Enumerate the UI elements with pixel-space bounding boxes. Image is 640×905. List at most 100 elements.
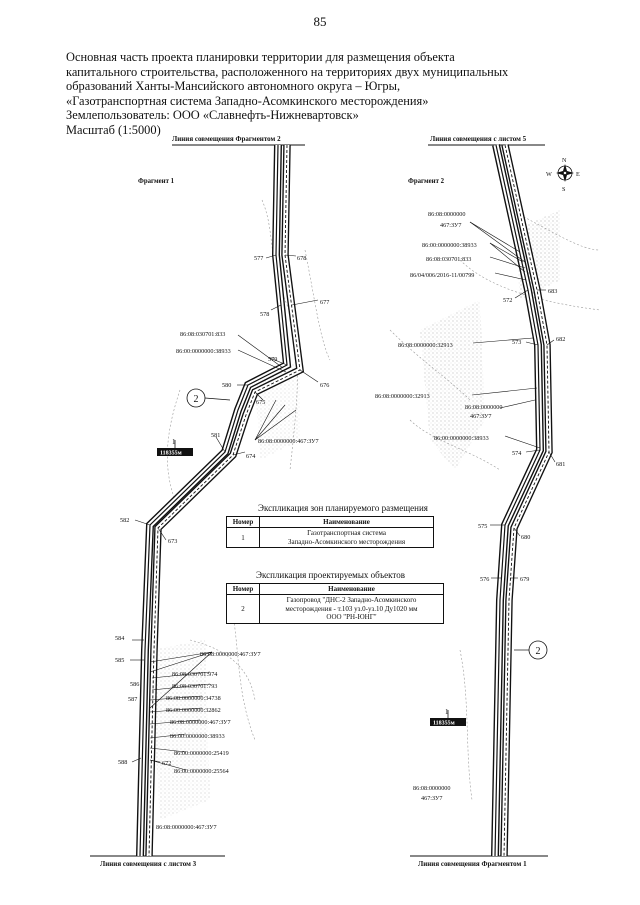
svg-text:586: 586 — [130, 681, 139, 688]
matchline-right-bottom: Линия совмещения Фрагментом 1 — [418, 860, 527, 868]
svg-text:86:08:0000000:467:ЗУ7: 86:08:0000000:467:ЗУ7 — [258, 438, 319, 445]
point-labels-right: 572 573 574 575 576 679 680 681 682 683 — [478, 288, 565, 583]
svg-text:86:08:0000000:467:ЗУ7: 86:08:0000000:467:ЗУ7 — [170, 719, 231, 726]
compass-rose — [556, 164, 574, 182]
svg-text:683: 683 — [548, 288, 557, 295]
svg-text:577: 577 — [254, 255, 263, 262]
svg-text:467:ЗУ7: 467:ЗУ7 — [470, 413, 491, 420]
svg-text:679: 679 — [520, 576, 529, 583]
svg-text:572: 572 — [503, 297, 512, 304]
svg-text:86:08:0000000: 86:08:0000000 — [413, 785, 450, 792]
svg-text:86:00:0000000:38933: 86:00:0000000:38933 — [176, 348, 231, 355]
leader-lines-right — [469, 221, 541, 449]
svg-text:86:08:030701:974: 86:08:030701:974 — [172, 671, 217, 678]
legend-zones-table: Номер Наименование 1 Газотранспортная си… — [226, 516, 434, 548]
svg-text:86:08:0000000:467:ЗУ7: 86:08:0000000:467:ЗУ7 — [200, 651, 261, 658]
title-line: «Газотранспортная система Западно-Асомки… — [66, 93, 429, 108]
svg-text:582: 582 — [120, 517, 129, 524]
compass-e: E — [576, 171, 580, 178]
svg-text:86/04/006/2016-11/00799: 86/04/006/2016-11/00799 — [410, 272, 474, 279]
svg-text:86:08:0000000: 86:08:0000000 — [465, 404, 502, 411]
matchline-left-bottom: Линия совмещения с листом 3 — [100, 860, 197, 868]
svg-text:580: 580 — [222, 382, 231, 389]
matchline-left-top: Линия совмещения Фрагментом 2 — [172, 135, 281, 143]
title-line: капитального строительства, расположенно… — [66, 64, 509, 79]
svg-text:118355м: 118355м — [160, 451, 182, 457]
svg-text:86:08:030701:793: 86:08:030701:793 — [172, 683, 217, 690]
point-labels-left: 577 578 579 580 581 582 584 585 586 587 … — [115, 255, 329, 767]
title-line: Основная часть проекта планировки террит… — [66, 50, 455, 64]
legend-objects-table: Номер Наименование 2 Газопровод "ДНС-2 З… — [226, 583, 444, 624]
matchline-right-top: Линия совмещения с листом 5 — [430, 135, 527, 143]
svg-text:86:08:0000000:34738: 86:08:0000000:34738 — [166, 695, 221, 702]
svg-text:86:00:0000000:38933: 86:00:0000000:38933 — [434, 435, 489, 442]
leader-lines-left — [149, 334, 297, 771]
svg-text:681: 681 — [556, 461, 565, 468]
svg-text:587: 587 — [128, 696, 137, 703]
svg-text:675: 675 — [256, 399, 265, 406]
svg-text:588: 588 — [118, 759, 127, 766]
svg-text:578: 578 — [260, 311, 269, 318]
legend-objects-name: Газопровод "ДНС-2 Западно-Асомкинского м… — [259, 594, 444, 624]
legend-objects-title: Экспликация проектируемых объектов — [256, 570, 405, 580]
svg-text:677: 677 — [320, 299, 329, 306]
title-line: Землепользователь: ООО «Славнефть-Нижнев… — [66, 108, 359, 123]
svg-text:680: 680 — [521, 534, 530, 541]
legend-objects-col-name: Наименование — [259, 583, 444, 595]
legend-zones-number: 1 — [226, 527, 260, 548]
svg-text:86:00:0000000:38933: 86:00:0000000:38933 — [170, 733, 225, 740]
svg-text:585: 585 — [115, 657, 124, 664]
legend-zones-title: Экспликация зон планируемого размещения — [258, 503, 428, 513]
zone-tag-left: 1 118355м — [157, 438, 193, 457]
cadastral-labels-left: 86:08:030701:833 86:00:0000000:38933 86:… — [156, 331, 319, 831]
svg-text:1: 1 — [445, 708, 449, 716]
svg-text:674: 674 — [246, 453, 255, 460]
svg-text:86:00:0000000:38933: 86:00:0000000:38933 — [422, 242, 477, 249]
svg-text:467:ЗУ7: 467:ЗУ7 — [440, 222, 461, 229]
svg-text:467:ЗУ7: 467:ЗУ7 — [421, 795, 442, 802]
fragment-1-label: Фрагмент 1 — [138, 178, 175, 185]
fragment-2-label: Фрагмент 2 — [408, 178, 445, 185]
svg-text:581: 581 — [211, 432, 220, 439]
svg-text:86:00:0000000:25564: 86:00:0000000:25564 — [174, 768, 229, 775]
svg-text:579: 579 — [268, 356, 277, 363]
svg-text:118355м: 118355м — [433, 721, 455, 727]
table-row: 2 Газопровод "ДНС-2 Западно-Асомкинского… — [226, 594, 444, 624]
legend-zones-name: Газотранспортная система Западно-Асомкин… — [259, 527, 434, 548]
svg-text:682: 682 — [556, 336, 565, 343]
svg-text:672: 672 — [162, 760, 171, 767]
legend-objects-number: 2 — [226, 594, 260, 624]
svg-text:86:08:0000000:32913: 86:08:0000000:32913 — [398, 342, 453, 349]
legend-zones-col-number: Номер — [226, 516, 260, 528]
svg-text:575: 575 — [478, 523, 487, 530]
title-line: Масштаб (1:5000) — [66, 122, 161, 137]
svg-text:86:08:0000000:467:ЗУ7: 86:08:0000000:467:ЗУ7 — [156, 824, 217, 831]
title-line: образований Ханты-Мансийского автономног… — [66, 79, 401, 94]
pipeline-corridor-left — [136, 144, 305, 857]
vertex-ticks — [130, 254, 556, 763]
svg-text:673: 673 — [168, 538, 177, 545]
svg-text:678: 678 — [297, 255, 306, 262]
svg-text:574: 574 — [512, 450, 521, 457]
svg-text:584: 584 — [115, 635, 124, 642]
title-block: Основная часть проекта планировки террит… — [66, 50, 586, 138]
compass-w: W — [546, 171, 552, 178]
svg-text:573: 573 — [512, 339, 521, 346]
legend-zones-col-name: Наименование — [259, 516, 434, 528]
svg-text:1: 1 — [172, 438, 176, 446]
matchlines — [90, 144, 548, 857]
legend-objects-col-number: Номер — [226, 583, 260, 595]
compass-s: S — [562, 186, 566, 193]
svg-text:86:08:0000000:32913: 86:08:0000000:32913 — [375, 393, 430, 400]
svg-text:86:00:0000000:32862: 86:00:0000000:32862 — [166, 707, 221, 714]
svg-text:86:00:0000000:25419: 86:00:0000000:25419 — [174, 750, 229, 757]
svg-text:86:08:0000000: 86:08:0000000 — [428, 211, 465, 218]
zone-marker-left-label: 2 — [194, 394, 199, 405]
svg-text:676: 676 — [320, 382, 329, 389]
cadastral-labels-right: 86:08:0000000 467:ЗУ7 86:00:0000000:3893… — [375, 211, 502, 802]
stippled-areas — [150, 210, 560, 820]
svg-text:576: 576 — [480, 576, 489, 583]
svg-text:86:08:030701:833: 86:08:030701:833 — [180, 331, 225, 338]
page-number: 85 — [313, 14, 327, 29]
